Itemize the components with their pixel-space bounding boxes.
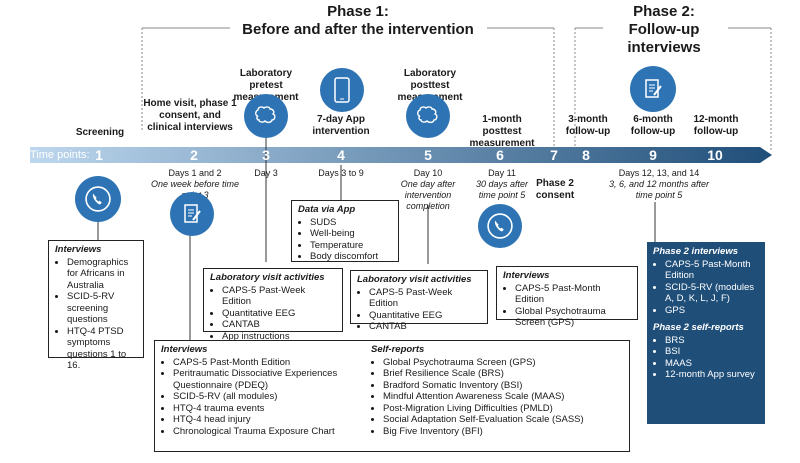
days-tp6-note: 30 days after time point 5	[475, 179, 529, 200]
list-item: GPS	[665, 305, 759, 317]
tp-3: 3	[262, 147, 270, 163]
list-item: 12-month App survey	[665, 369, 759, 381]
timepoints-label: Time points:	[30, 149, 90, 161]
list-item: CAPS-5 Past-Month Edition	[515, 283, 631, 306]
phone-icon-1month	[478, 204, 522, 248]
brain-icon-post	[406, 94, 450, 138]
box-interviews-self-reports: Interviews CAPS-5 Past-Month Edition Per…	[154, 340, 630, 452]
phase2-title: Phase 2: Follow-up interviews	[598, 3, 730, 57]
days-tp4: Days 3 to 9	[318, 168, 364, 178]
list-item: Body discomfort	[310, 251, 392, 263]
list-item: HTQ-4 trauma events	[173, 403, 361, 415]
box-title: Laboratory visit activities	[210, 272, 325, 283]
days-tp9-main: Days 12, 13, and 14	[618, 168, 700, 178]
phase1-line1: Phase 1:	[327, 3, 389, 20]
days-tp6: Day 11 30 days after time point 5	[474, 168, 530, 201]
box-title: Data via App	[298, 204, 356, 215]
box-title: Interviews	[503, 270, 550, 281]
box-title: Self-reports	[371, 344, 425, 355]
box-title: Phase 2 interviews	[653, 246, 739, 257]
list-item: BRS	[665, 335, 759, 347]
label-homevisit: Home visit, phase 1 consent, and clinica…	[143, 98, 237, 133]
phone-icon	[75, 176, 121, 222]
days-tp9: Days 12, 13, and 14 3, 6, and 12 months …	[600, 168, 718, 201]
label-post1m: 1-month posttest measurement	[469, 114, 535, 149]
phase1-title: Phase 1: Before and after the interventi…	[228, 3, 488, 39]
label-fu12: 12-month follow-up	[693, 114, 739, 137]
phase1-line2: Before and after the intervention	[242, 21, 474, 38]
box-data-via-app: Data via App SUDS Well-being Temperature…	[291, 200, 399, 262]
list-item: SCID-5-RV (all modules)	[173, 391, 361, 403]
list-item: CANTAB	[222, 319, 336, 331]
tp-1: 1	[95, 147, 103, 163]
list-item: Bradford Somatic Inventory (BSI)	[383, 380, 625, 392]
phase2-line1: Phase 2:	[633, 3, 695, 20]
label-consent2: Phase 2 consent	[535, 178, 575, 201]
tp-5: 5	[424, 147, 432, 163]
box-screening-interviews: Interviews Demographics for Africans in …	[48, 240, 144, 371]
tp-4: 4	[337, 147, 345, 163]
list-item: App instructions	[222, 331, 336, 343]
brain-icon	[244, 94, 288, 138]
list-item: Global Psychotrauma Screen (GPS)	[515, 306, 631, 329]
days-tp5: Day 10 One day after intervention comple…	[396, 168, 460, 212]
tp-10: 10	[707, 147, 723, 163]
tp-7: 7	[550, 147, 558, 163]
form-icon	[170, 192, 214, 236]
smartphone-icon	[320, 68, 364, 112]
list-item: SUDS	[310, 217, 392, 229]
list-item: CAPS-5 Past-Week Edition	[369, 287, 481, 310]
list-item: Big Five Inventory (BFI)	[383, 426, 625, 438]
tp-6: 6	[496, 147, 504, 163]
box-title: Interviews	[161, 344, 208, 355]
list-item: Peritraumatic Dissociative Experiences Q…	[173, 368, 361, 391]
list-item: BSI	[665, 346, 759, 358]
box-lab-visit-posttest: Laboratory visit activities CAPS-5 Past-…	[350, 270, 488, 332]
interviews-column: Interviews CAPS-5 Past-Month Edition Per…	[161, 344, 361, 437]
phase2-line2: Follow-up interviews	[627, 21, 701, 56]
box-title: Laboratory visit activities	[357, 274, 472, 285]
list-item: Brief Resilience Scale (BRS)	[383, 368, 625, 380]
list-item: Social Adaptation Self-Evaluation Scale …	[383, 414, 625, 426]
days-tp2-main: Days 1 and 2	[168, 168, 222, 178]
list-item: Temperature	[310, 240, 392, 252]
list-item: CANTAB	[369, 321, 481, 333]
self-reports-column: Self-reports Global Psychotrauma Screen …	[371, 344, 625, 437]
days-tp9-note: 3, 6, and 12 months after time point 5	[608, 179, 710, 200]
form-icon-followup	[630, 66, 676, 112]
list-item: Post-Migration Living Difficulties (PMLD…	[383, 403, 625, 415]
box-phase2: Phase 2 interviews CAPS-5 Past-Month Edi…	[647, 242, 765, 424]
list-item: SCID-5-RV (modules A, D, K, L, J, F)	[665, 282, 759, 305]
list-item: Mindful Attention Awareness Scale (MAAS)	[383, 391, 625, 403]
list-item: Quantitative EEG	[369, 310, 481, 322]
tp-9: 9	[649, 147, 657, 163]
tp-8: 8	[582, 147, 590, 163]
list-item: Quantitative EEG	[222, 308, 336, 320]
days-tp3: Day 3	[254, 168, 278, 178]
list-item: CAPS-5 Past-Week Edition	[222, 285, 336, 308]
box-title: Phase 2 self-reports	[653, 322, 744, 333]
days-tp6-main: Day 11	[488, 168, 516, 178]
list-item: MAAS	[665, 358, 759, 370]
label-app: 7-day App intervention	[312, 114, 370, 137]
box-lab-visit-pretest: Laboratory visit activities CAPS-5 Past-…	[203, 268, 343, 342]
list-item: Demographics for Africans in Australia	[67, 257, 137, 292]
label-screening: Screening	[75, 127, 125, 138]
label-fu6: 6-month follow-up	[630, 114, 676, 137]
days-tp5-main: Day 10	[413, 168, 443, 178]
list-item: SCID-5-RV screening questions	[67, 291, 137, 326]
list-item: HTQ-4 head injury	[173, 414, 361, 426]
label-fu3: 3-month follow-up	[565, 114, 611, 137]
tp-2: 2	[190, 147, 198, 163]
list-item: CAPS-5 Past-Month Edition	[173, 357, 361, 369]
list-item: CAPS-5 Past-Month Edition	[665, 259, 759, 282]
days-tp5-note: One day after intervention completion	[400, 179, 456, 211]
list-item: HTQ-4 PTSD symptoms questions 1 to 16.	[67, 326, 137, 372]
list-item: Global Psychotrauma Screen (GPS)	[383, 357, 625, 369]
box-title: Interviews	[55, 244, 102, 255]
list-item: Chronological Trauma Exposure Chart	[173, 426, 361, 438]
box-interviews-1month: Interviews CAPS-5 Past-Month Edition Glo…	[496, 266, 638, 328]
list-item: Well-being	[310, 228, 392, 240]
